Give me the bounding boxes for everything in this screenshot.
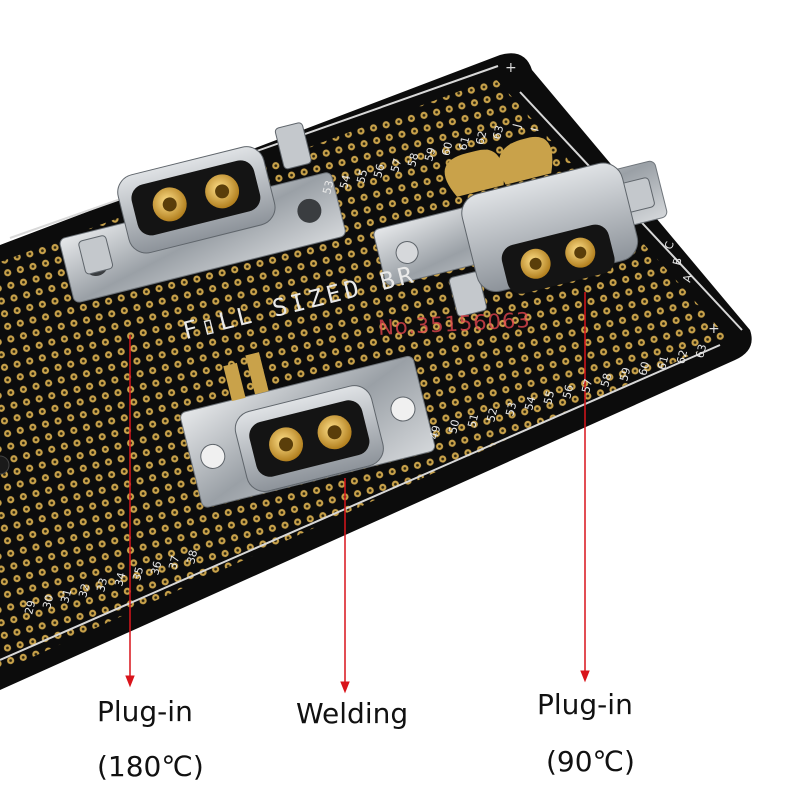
row-number: 58	[598, 372, 614, 389]
row-number: 31	[58, 588, 74, 605]
label-plug-in-180-angle: (180℃)	[97, 750, 204, 783]
row-letters: JI ABC	[510, 122, 695, 283]
arrow-plug-in-180	[125, 335, 135, 688]
row-number: 37	[166, 554, 182, 571]
svg-text:+: +	[505, 60, 517, 76]
row-letter: J	[510, 122, 524, 129]
row-number: 63	[490, 124, 506, 141]
row-number: 35	[130, 565, 146, 582]
row-number: 57	[579, 378, 595, 395]
svg-text:+: +	[708, 321, 720, 337]
row-letter: A	[680, 273, 695, 284]
row-number: 55	[541, 389, 557, 406]
row-number: 32	[76, 582, 92, 599]
row-number: 33	[94, 577, 110, 594]
row-number: 63	[693, 343, 709, 360]
row-number: 34	[112, 571, 128, 588]
row-number: 56	[371, 162, 387, 179]
row-number: 61	[456, 135, 472, 152]
row-number: 52	[484, 407, 500, 424]
row-number: 60	[636, 360, 652, 377]
row-number: 57	[388, 157, 404, 174]
row-number: 29	[22, 599, 38, 616]
row-number: 49	[427, 424, 443, 441]
row-number: 54	[522, 395, 538, 412]
connector-90	[373, 136, 668, 317]
row-letter: B	[670, 256, 684, 266]
row-number: 53	[503, 401, 519, 418]
connector-180	[59, 122, 346, 303]
row-number: 59	[617, 366, 633, 383]
row-letter: C	[662, 240, 677, 251]
row-number: 54	[337, 173, 353, 190]
row-number: 62	[674, 349, 690, 366]
connector-welding	[180, 352, 436, 508]
row-number: 36	[148, 560, 164, 577]
label-plug-in-180-title: Plug-in	[97, 695, 193, 728]
row-number: 55	[354, 168, 370, 185]
row-number: 61	[655, 354, 671, 371]
row-number: 30	[40, 593, 56, 610]
row-number: 53	[320, 179, 336, 196]
label-plug-in-90-angle: (90℃)	[546, 745, 635, 778]
row-number: 38	[184, 549, 200, 566]
arrow-welding	[340, 478, 350, 694]
row-number: 51	[465, 412, 481, 429]
row-letter: I	[528, 126, 541, 132]
power-rail-bottom	[0, 344, 721, 661]
row-number: 58	[405, 151, 421, 168]
label-welding-title: Welding	[296, 697, 409, 730]
arrow-plug-in-90	[580, 292, 590, 683]
row-number: 62	[473, 129, 489, 146]
row-number: 56	[560, 383, 576, 400]
row-number: 50	[446, 418, 462, 435]
label-plug-in-90-title: Plug-in	[537, 688, 633, 721]
row-number: 59	[422, 146, 438, 163]
mounting-hole	[0, 455, 10, 475]
row-number: 60	[439, 140, 455, 157]
